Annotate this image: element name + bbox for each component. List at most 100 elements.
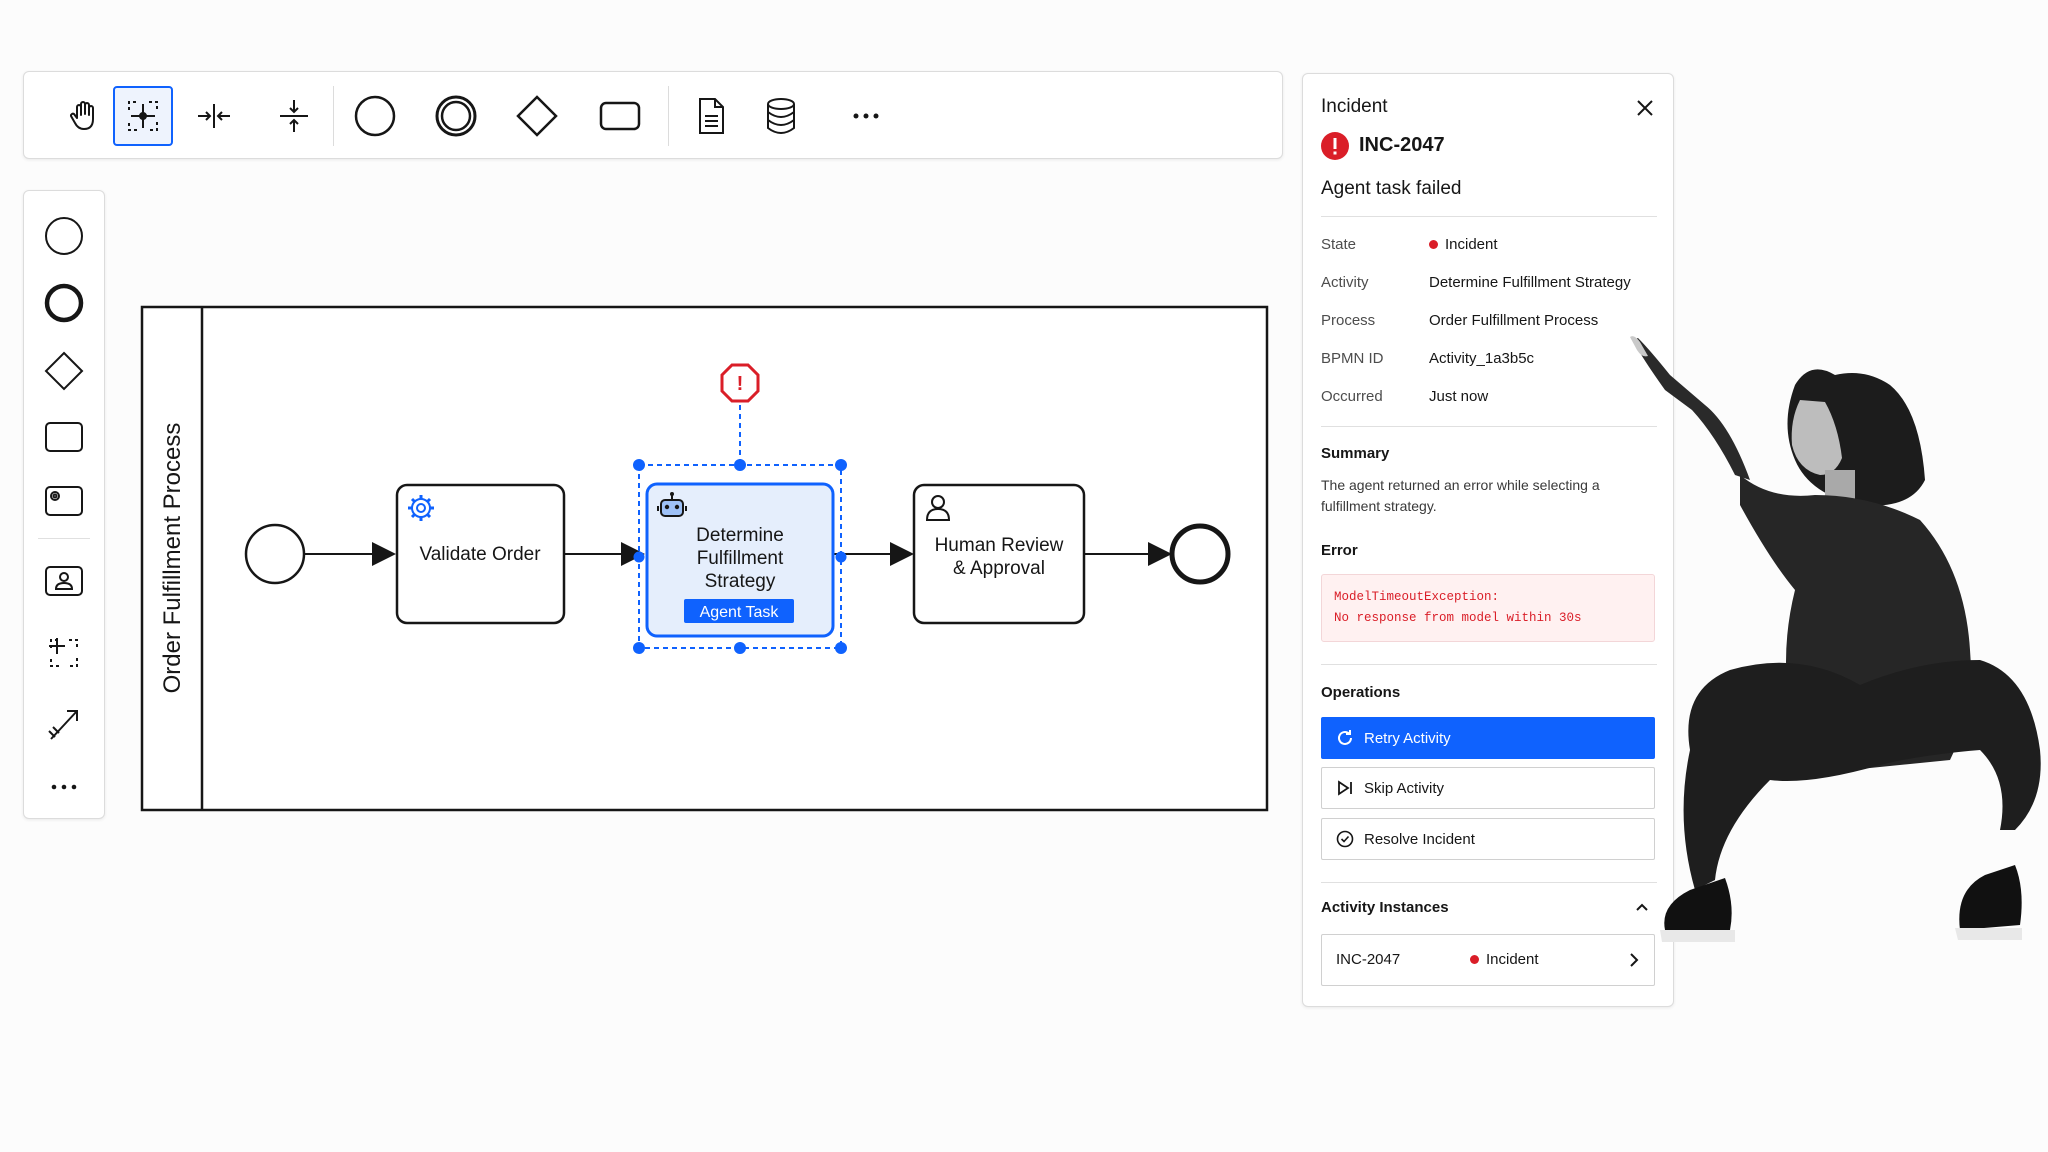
skip-activity-button[interactable]: Skip Activity [1321,767,1655,809]
selection-frame[interactable] [633,405,847,654]
close-icon [1637,100,1653,116]
detail-key-bpmn-id: BPMN ID [1321,350,1384,367]
error-line1: ModelTimeoutException: [1334,590,1500,604]
task-review-line2: & Approval [953,558,1045,579]
data-object-tool-button[interactable] [681,86,741,146]
start-event-tool-button[interactable] [345,86,405,146]
incident-panel: Incident INC-2047 Agent task failed Stat… [1302,73,1674,1007]
error-marker-icon[interactable]: ! [720,363,760,403]
hand-tool-button[interactable] [54,86,114,146]
start-event[interactable] [244,523,306,585]
data-store-tool-button[interactable] [751,86,811,146]
start-event-icon [354,95,396,137]
task-determine-line2: Fulfillment [697,548,784,569]
summary-text-line2: fulfillment strategy. [1321,498,1437,514]
task-icon [599,101,641,131]
end-event[interactable] [1169,523,1231,585]
chevron-right-icon [1630,953,1639,967]
incident-subtitle: Agent task failed [1321,178,1462,199]
start-event-icon [45,217,83,255]
error-status-icon [1321,132,1349,160]
task-review-line1: Human Review [935,535,1064,556]
collapse-instances-button[interactable] [1631,896,1653,918]
task-determine-line1: Determine [696,525,784,546]
space-horizontal-button[interactable] [184,86,244,146]
detail-value-occurred: Just now [1429,388,1489,405]
gateway-tool-button[interactable] [507,86,567,146]
subprocess-icon [45,486,83,516]
more-icon [853,113,879,119]
status-dot-icon [1470,954,1479,964]
user-task-icon [45,566,83,596]
detail-key-process: Process [1321,312,1376,329]
user-icon [925,495,951,521]
error-box: ModelTimeoutException: No response from … [1321,574,1655,642]
detail-value-activity: Determine Fulfillment Strategy [1429,274,1631,291]
end-event-icon [44,283,84,323]
left-palette [23,190,105,819]
skip-icon [1338,780,1352,796]
instance-state: Incident [1470,951,1539,968]
retry-activity-button[interactable]: Retry Activity [1321,717,1655,759]
task-determine-line3: Strategy [705,571,776,592]
summary-text-line1: The agent returned an error while select… [1321,477,1600,493]
palette-end-event[interactable] [34,275,94,331]
connect-tool-icon [48,710,78,740]
summary-title: Summary [1321,445,1390,462]
close-button[interactable] [1633,96,1657,120]
pool-label: Order Fulfillment Process [159,423,186,694]
task-human-review[interactable]: Human Review & Approval [912,483,1086,625]
agent-task-badge-label: Agent Task [700,604,780,621]
task-validate-label: Validate Order [419,544,541,565]
palette-start-event[interactable] [34,208,94,264]
gateway-icon [516,95,558,137]
status-dot-icon [1429,239,1438,249]
gateway-icon [44,351,84,391]
incident-id: INC-2047 [1359,134,1445,156]
activity-instances-title: Activity Instances [1321,899,1449,916]
intermediate-event-icon [435,95,477,137]
task-determine-fulfillment[interactable]: Determine Fulfillment Strategy Agent Tas… [645,482,835,638]
palette-gateway[interactable] [34,343,94,399]
space-vertical-button[interactable] [264,86,324,146]
more-tools-button[interactable] [836,86,896,146]
error-line2: No response from model within 30s [1334,611,1582,625]
lasso-select-button[interactable] [113,86,173,146]
instance-id: INC-2047 [1336,951,1401,968]
gear-icon [408,495,434,521]
detail-value-state: Incident [1429,236,1498,253]
lasso-tool-icon [49,638,78,667]
lasso-select-icon [128,101,158,131]
top-toolbar [23,71,1283,159]
detail-key-activity: Activity [1321,274,1369,291]
incident-header: Incident [1321,96,1388,117]
error-title: Error [1321,542,1358,559]
resolve-incident-button[interactable]: Resolve Incident [1321,818,1655,860]
person-illustration [1630,336,2041,942]
task-validate-order[interactable]: Validate Order [395,483,566,625]
hand-tool-icon [70,101,94,130]
retry-icon [1338,730,1352,745]
robot-icon [657,492,687,517]
more-icon [51,784,77,790]
palette-connect-tool[interactable] [34,696,94,752]
palette-subprocess[interactable] [34,473,94,529]
palette-task[interactable] [34,409,94,465]
operations-title: Operations [1321,684,1401,701]
chevron-up-icon [1636,903,1648,911]
svg-text:!: ! [737,373,744,395]
space-horizontal-icon [198,104,230,128]
task-tool-button[interactable] [590,86,650,146]
intermediate-event-tool-button[interactable] [426,86,486,146]
check-circle-icon [1336,830,1354,848]
palette-lasso-tool[interactable] [34,625,94,681]
palette-user-task[interactable] [34,553,94,609]
palette-more[interactable] [34,759,94,815]
detail-key-state: State [1321,236,1357,253]
detail-value-bpmn-id: Activity_1a3b5c [1429,350,1535,367]
data-object-icon [699,98,724,134]
activity-instance-row[interactable]: INC-2047 Incident [1321,934,1655,986]
agent-task-badge [684,599,794,623]
detail-value-process: Order Fulfillment Process [1429,312,1599,329]
